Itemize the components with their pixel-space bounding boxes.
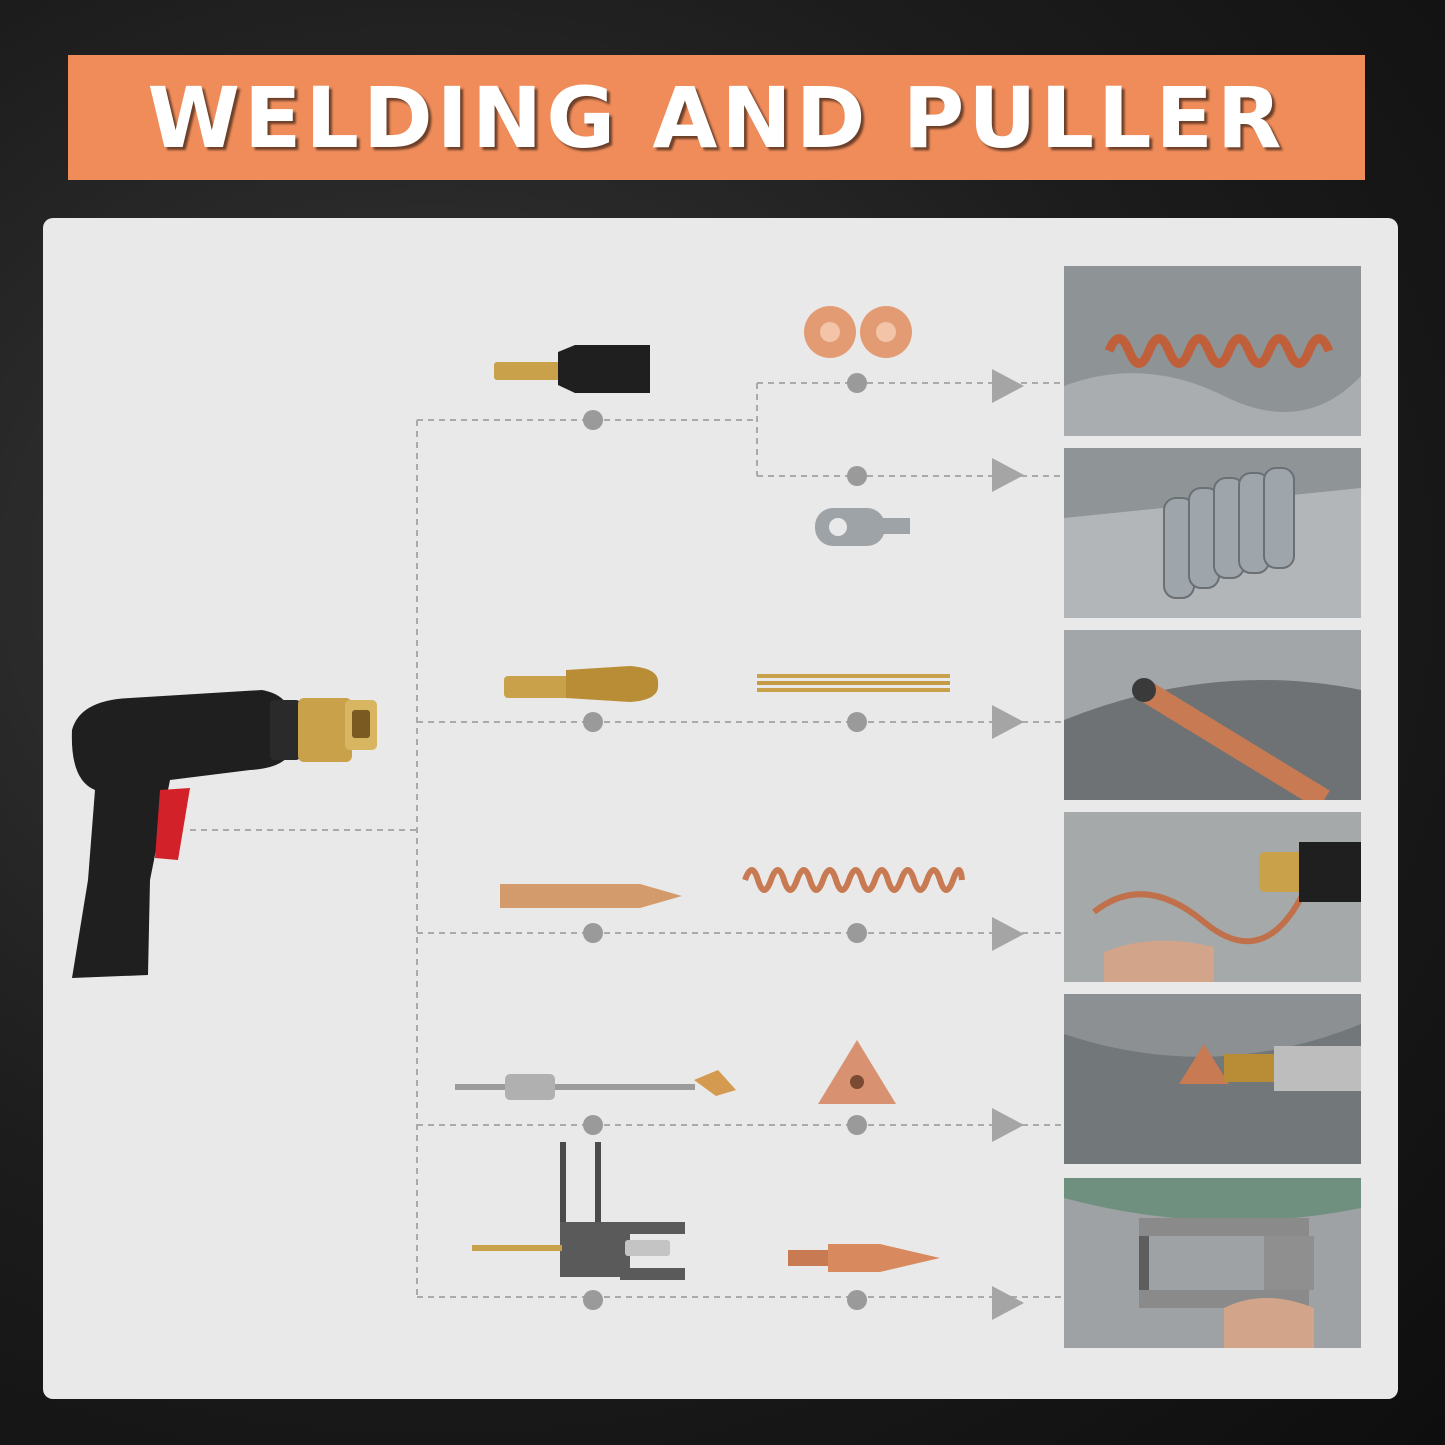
dent-puller-use-photo	[1064, 1178, 1361, 1348]
dent-puller-icon	[472, 1142, 685, 1280]
carbon-rod-shrinking-photo	[1064, 630, 1361, 800]
connector-dots	[583, 373, 867, 1310]
stud-electrode-icon	[494, 345, 650, 393]
connector-lines	[190, 382, 1064, 1298]
wavy-wire-pulling-photo	[1064, 812, 1361, 982]
key-washer-icon	[815, 508, 910, 546]
pointed-welding-tip-icon	[788, 1244, 940, 1272]
title: WELDING AND PULLER	[147, 68, 1286, 167]
wavy-wire-weld-photo	[1064, 266, 1361, 436]
copper-washer-icon	[804, 306, 912, 358]
wavy-wire-icon	[742, 867, 965, 893]
triangle-washer-icon	[818, 1040, 896, 1104]
arrow-heads	[992, 369, 1024, 1320]
title-banner: WELDING AND PULLER	[68, 55, 1365, 180]
flat-welding-tip-icon	[500, 884, 682, 908]
carbon-rod-holder-icon	[504, 666, 659, 702]
triangle-washer-pulling-photo	[1064, 994, 1361, 1164]
key-washer-weld-photo	[1064, 448, 1361, 618]
slide-hammer-icon	[455, 1070, 736, 1100]
spot-welding-gun-icon	[71, 690, 377, 978]
carbon-rod-icon	[757, 674, 950, 692]
